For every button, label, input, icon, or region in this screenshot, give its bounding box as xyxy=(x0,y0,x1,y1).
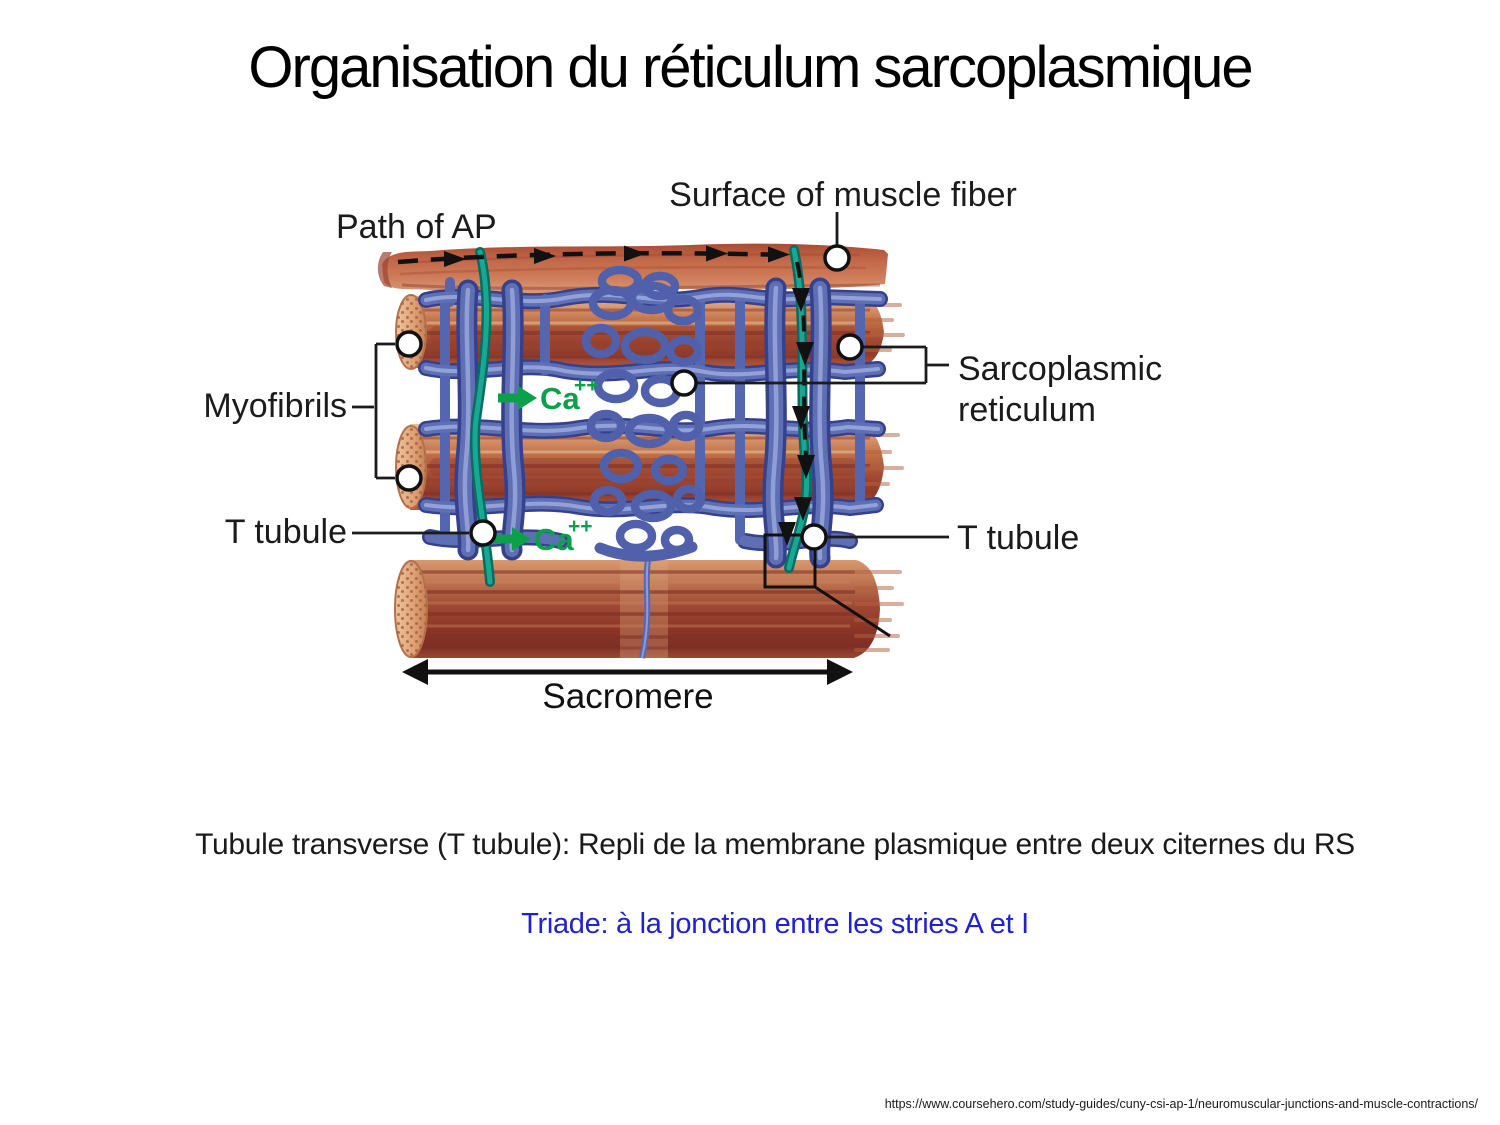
triad-zoom-box xyxy=(763,533,817,589)
ca-charge-label: ++ xyxy=(574,374,599,397)
triad-zoom-line xyxy=(814,585,891,638)
label-path-of-ap: Path of AP xyxy=(336,208,497,246)
sr-central-mesh xyxy=(581,265,706,562)
sr-diagram: Ca ++ Ca ++ xyxy=(180,140,1420,760)
page-title: Organisation du réticulum sarcoplasmique xyxy=(248,35,1253,100)
callout-marker-sr-right xyxy=(836,333,864,361)
bottom-muscle-fiber xyxy=(394,559,904,659)
label-reticulum: reticulum xyxy=(958,391,1096,429)
callout-marker-myofibril-top xyxy=(395,330,423,358)
ca-release-top: Ca ++ xyxy=(498,374,599,416)
callout-marker-t-tubule-left xyxy=(469,519,497,547)
ca-label: Ca xyxy=(540,381,580,416)
sarcoplasmic-reticulum-network xyxy=(426,265,880,562)
label-myofibrils: Myofibrils xyxy=(203,387,347,425)
body-text-triade: Triade: à la jonction entre les stries A… xyxy=(521,908,1029,940)
label-t-tubule-left: T tubule xyxy=(225,513,347,551)
ca-release-bottom: Ca ++ xyxy=(494,515,593,557)
callout-marker-myofibril-bottom xyxy=(395,464,423,492)
source-url: https://www.coursehero.com/study-guides/… xyxy=(884,1097,1478,1111)
ca-charge-label: ++ xyxy=(568,515,593,538)
label-sacromere: Sacromere xyxy=(542,677,713,716)
sr-diagram-svg: Ca ++ Ca ++ xyxy=(203,176,1162,716)
callout-marker-surface xyxy=(823,244,851,272)
sacromere-arrow xyxy=(402,659,853,685)
callouts xyxy=(352,212,949,638)
callout-marker-t-tubule-right xyxy=(800,523,828,551)
label-surface-of-muscle-fiber: Surface of muscle fiber xyxy=(669,176,1017,214)
callout-marker-sr-mesh xyxy=(670,369,698,397)
label-sarcoplasmic: Sarcoplasmic xyxy=(958,350,1162,388)
ca-label: Ca xyxy=(534,522,574,557)
body-text-t-tubule-definition: Tubule transverse (T tubule): Repli de l… xyxy=(195,828,1355,861)
label-t-tubule-right: T tubule xyxy=(957,519,1079,557)
